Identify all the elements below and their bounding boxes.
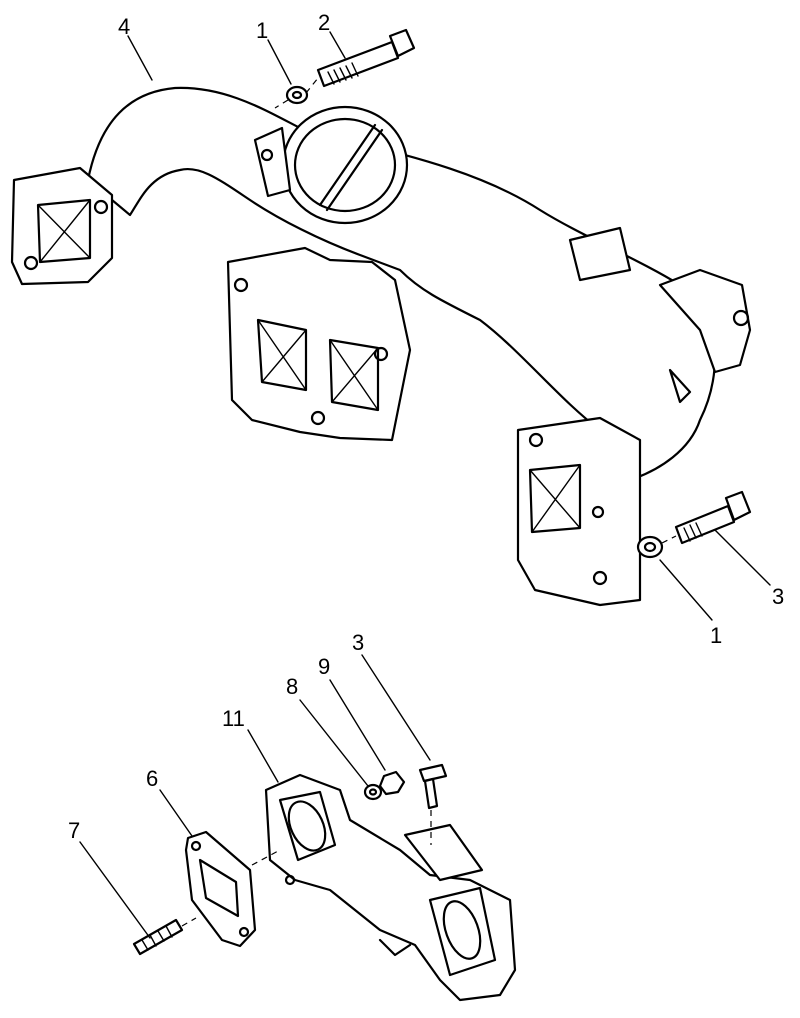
washer-lower: [636, 535, 664, 559]
callout-4: 4: [118, 14, 130, 39]
nut: [378, 770, 406, 796]
bolt-lower: [674, 490, 752, 545]
exhaust-manifold: [264, 773, 517, 1002]
intake-manifold: [10, 86, 752, 607]
bolt-upper: [316, 28, 416, 88]
washer-upper: [285, 85, 309, 105]
callout-11: 11: [222, 706, 245, 731]
callout-3-lower: 3: [352, 630, 364, 655]
callout-2: 2: [318, 10, 330, 35]
callout-1-lower: 1: [710, 623, 722, 648]
callout-9: 9: [318, 654, 330, 679]
leader-bolt-upper: [305, 77, 319, 94]
leader-bolt-lower: [661, 535, 677, 544]
callout-7: 7: [68, 818, 80, 843]
leader-washer-upper: [274, 99, 289, 109]
leader-stud: [181, 917, 197, 927]
leader-gasket: [251, 849, 281, 866]
gasket: [184, 830, 257, 948]
bolt-small: [418, 763, 448, 810]
washer-small: [363, 783, 383, 801]
callout-leaders: [79, 31, 771, 939]
callout-3-upper: 3: [772, 584, 784, 609]
callout-1-upper: 1: [256, 18, 268, 43]
stud: [132, 918, 184, 956]
callout-8: 8: [286, 674, 298, 699]
callout-6: 6: [146, 766, 158, 791]
